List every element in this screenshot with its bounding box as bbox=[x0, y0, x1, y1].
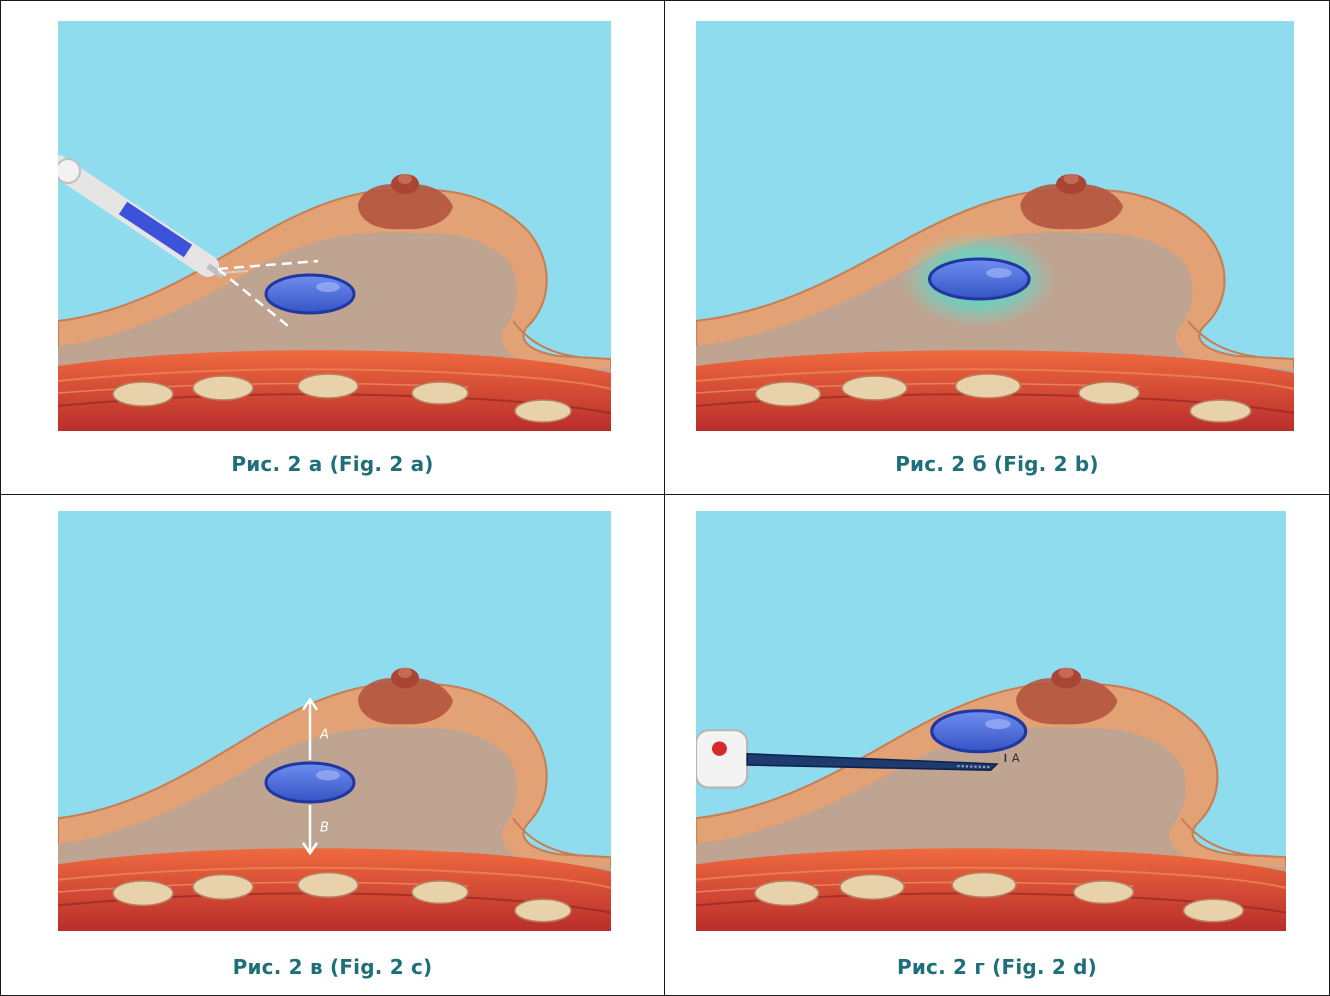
figure-panel-b: Рис. 2 б (Fig. 2 b) bbox=[665, 1, 1329, 495]
figure-caption: Рис. 2 г (Fig. 2 d) bbox=[665, 955, 1329, 979]
figure-panel-a: Рис. 2 а (Fig. 2 a) bbox=[1, 1, 665, 495]
distance-label-a: A bbox=[1012, 751, 1020, 765]
margin-label-b: B bbox=[320, 821, 329, 836]
illustration-tumor-glow bbox=[696, 21, 1294, 431]
figure-panel-d: A Рис. 2 г (Fig. 2 d) bbox=[665, 495, 1329, 995]
figure-caption: Рис. 2 а (Fig. 2 a) bbox=[1, 452, 664, 476]
tumor-shape bbox=[932, 711, 1026, 752]
figure-caption: Рис. 2 б (Fig. 2 b) bbox=[665, 452, 1329, 476]
illustration-probe-measurement: A bbox=[696, 511, 1286, 931]
tumor-shape bbox=[266, 275, 354, 313]
illustration-tumor-margins: A B bbox=[58, 511, 611, 931]
margin-label-a: A bbox=[319, 727, 329, 742]
figure-panel-c: A B Рис. 2 в (Fig. 2 c) bbox=[1, 495, 665, 995]
tumor-shape bbox=[266, 763, 354, 802]
tumor-shape bbox=[930, 259, 1029, 299]
figure-caption: Рис. 2 в (Fig. 2 c) bbox=[1, 955, 664, 979]
illustration-syringe-injection bbox=[58, 21, 611, 431]
